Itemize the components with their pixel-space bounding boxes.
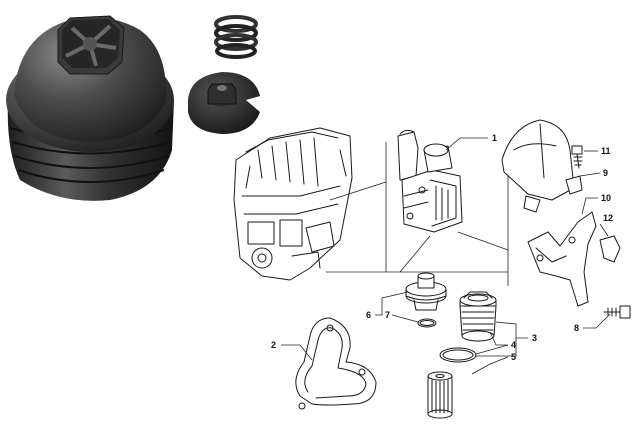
detail-frame (326, 142, 509, 286)
filler-cap-drawing (405, 272, 447, 311)
mounting-bracket-drawing (527, 211, 621, 307)
bolt-drawing-11 (571, 145, 583, 169)
oil-filter-housing-drawing (397, 129, 463, 233)
filter-cartridge-drawing-lower (427, 371, 453, 419)
engine-block-drawing (233, 127, 353, 281)
callout-7: 7 (385, 310, 390, 320)
callout-11: 11 (601, 146, 611, 156)
leader-lines (281, 137, 611, 375)
gasket-drawing (295, 317, 377, 410)
bolt-drawing-8 (603, 305, 631, 319)
callout-3: 3 (532, 333, 537, 343)
o-ring-drawing-4 (439, 347, 477, 363)
callout-4: 4 (511, 340, 516, 350)
oil-filter-cap-photo (6, 15, 174, 201)
o-ring-drawing-7 (417, 318, 437, 328)
rubber-seal-photo (188, 72, 260, 134)
callout-5: 5 (511, 352, 516, 362)
filter-cartridge-drawing-upper (459, 291, 497, 342)
callout-1: 1 (492, 133, 497, 143)
callout-6: 6 (366, 310, 371, 320)
callout-2: 2 (271, 340, 276, 350)
callout-10: 10 (601, 193, 611, 203)
heat-shield-drawing (501, 119, 583, 213)
spring-photo (214, 15, 258, 59)
callout-9: 9 (603, 168, 608, 178)
callout-8: 8 (574, 323, 579, 333)
callout-12: 12 (603, 213, 613, 223)
